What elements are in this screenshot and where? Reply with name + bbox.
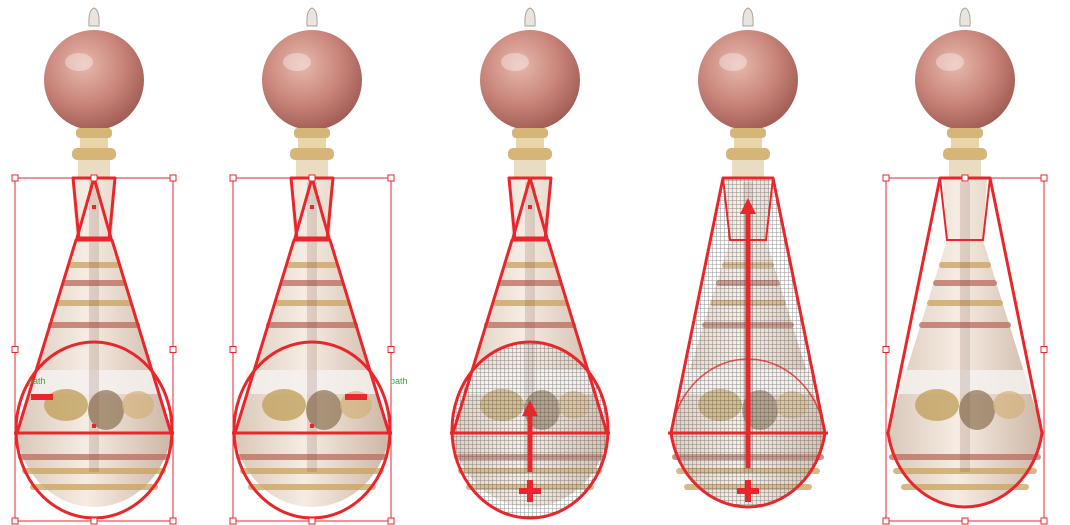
stopper-highlight [65, 53, 93, 71]
stopper-ball [44, 30, 144, 130]
leaf-ornament [122, 391, 154, 419]
inner-stem [89, 182, 99, 472]
collar-ring [512, 128, 548, 138]
collar-neck [951, 138, 979, 148]
selection-handle[interactable] [12, 175, 18, 181]
stopper-finial [743, 8, 753, 26]
stopper-ball [698, 30, 798, 130]
selection-handle[interactable] [230, 175, 236, 181]
leaf-ornament [915, 389, 959, 421]
selection-handle[interactable] [230, 518, 236, 524]
selection-handle[interactable] [962, 518, 968, 524]
stopper-highlight [936, 53, 964, 71]
stopper-highlight [501, 53, 529, 71]
stopper-ball [915, 30, 1015, 130]
selection-handle[interactable] [309, 518, 315, 524]
bottle-stripe [30, 484, 158, 490]
selection-handle[interactable] [12, 518, 18, 524]
selection-handle[interactable] [309, 175, 315, 181]
stopper-finial [89, 8, 99, 26]
frame-step-5 [883, 8, 1047, 524]
collar-neck [514, 160, 546, 178]
plus-operator-icon [745, 480, 751, 502]
center-mark [310, 205, 314, 209]
collar-ring [294, 128, 330, 138]
frame-step-2: path [230, 8, 408, 524]
inner-stem [307, 182, 317, 472]
center-mark [310, 424, 314, 428]
selection-handle[interactable] [1041, 518, 1047, 524]
collar-ring [72, 148, 116, 160]
collar-ring [290, 148, 334, 160]
collar-ring [726, 148, 770, 160]
stopper-finial [525, 8, 535, 26]
bottle-stripe [248, 484, 376, 490]
stopper-finial [307, 8, 317, 26]
selection-handle[interactable] [883, 518, 889, 524]
selection-handle[interactable] [12, 347, 18, 353]
leaf-ornament [44, 389, 88, 421]
selection-handle[interactable] [1041, 175, 1047, 181]
selection-handle[interactable] [883, 347, 889, 353]
stopper-finial [960, 8, 970, 26]
minus-operator-icon [31, 394, 53, 400]
selection-handle[interactable] [91, 518, 97, 524]
collar-neck [80, 138, 108, 148]
selection-handle[interactable] [388, 518, 394, 524]
collar-ring [508, 148, 552, 160]
collar-neck [734, 138, 762, 148]
selection-handle[interactable] [388, 347, 394, 353]
selection-handle[interactable] [962, 175, 968, 181]
collar-ring [76, 128, 112, 138]
center-mark [92, 205, 96, 209]
selection-handle[interactable] [388, 175, 394, 181]
center-mark [92, 424, 96, 428]
collar-ring [943, 148, 987, 160]
frame-step-1: path [12, 8, 176, 524]
stopper-highlight [719, 53, 747, 71]
collar-neck [516, 138, 544, 148]
collar-ring [730, 128, 766, 138]
selection-handle[interactable] [1041, 347, 1047, 353]
collar-neck [732, 160, 764, 178]
path-label: path [390, 376, 408, 386]
selection-handle[interactable] [170, 347, 176, 353]
selection-handle[interactable] [170, 518, 176, 524]
stopper-highlight [283, 53, 311, 71]
collar-neck [298, 138, 326, 148]
minus-operator-icon [345, 394, 367, 400]
frame-step-4 [668, 8, 828, 507]
path-label: path [28, 376, 46, 386]
selection-handle[interactable] [230, 347, 236, 353]
collar-ring [947, 128, 983, 138]
selection-handle[interactable] [91, 175, 97, 181]
stopper-ball [262, 30, 362, 130]
leaf-ornament [993, 391, 1025, 419]
leaf-ornament [262, 389, 306, 421]
center-mark [528, 205, 532, 209]
selection-handle[interactable] [170, 175, 176, 181]
frame-step-3 [450, 8, 610, 518]
selection-handle[interactable] [883, 175, 889, 181]
plus-operator-icon [527, 480, 533, 502]
inner-stem [960, 182, 970, 472]
stopper-ball [480, 30, 580, 130]
